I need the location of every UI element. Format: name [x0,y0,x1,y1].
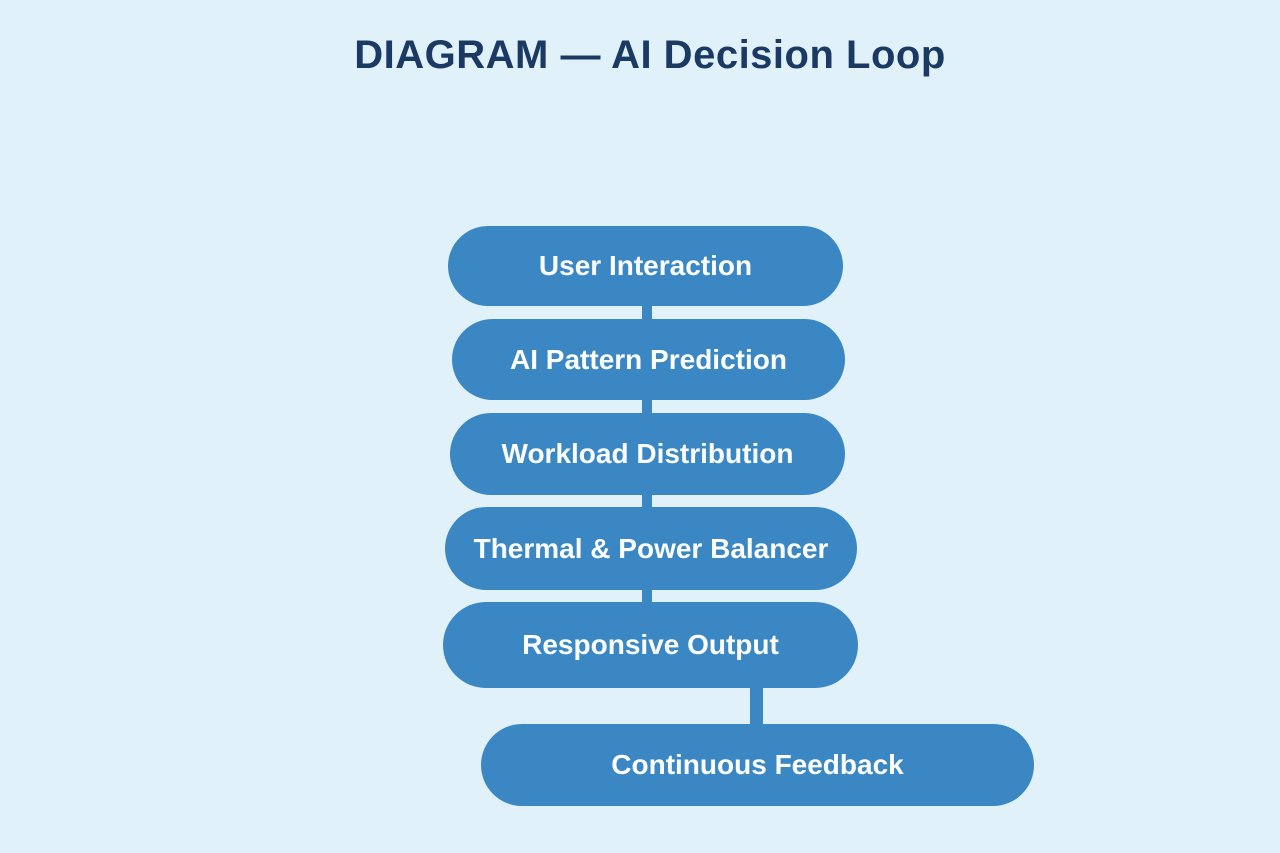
connector-5 [750,682,763,728]
flow-node-label: Responsive Output [522,629,779,660]
connector-2 [642,394,652,419]
flow-node-user-interaction: User Interaction [448,226,843,306]
flow-node-workload-distribution: Workload Distribution [450,413,845,495]
flow-node-responsive-output: Responsive Output [443,602,858,688]
flow-node-label: Continuous Feedback [611,749,904,780]
flow-node-label: Workload Distribution [501,438,794,469]
connector-3 [642,489,652,514]
diagram-title: DIAGRAM — AI Decision Loop [354,33,946,77]
connector-1 [642,300,652,325]
flow-node-label: User Interaction [538,250,753,281]
flow-node-thermal-power-balancer: Thermal & Power Balancer [445,507,857,590]
flow-node-label: Thermal & Power Balancer [473,532,829,564]
flow-node-label: AI Pattern Prediction [510,343,787,375]
flow-node-continuous-feedback: Continuous Feedback [481,724,1034,806]
flow-node-ai-pattern-prediction: AI Pattern Prediction [452,319,845,400]
connector-4 [642,584,652,609]
